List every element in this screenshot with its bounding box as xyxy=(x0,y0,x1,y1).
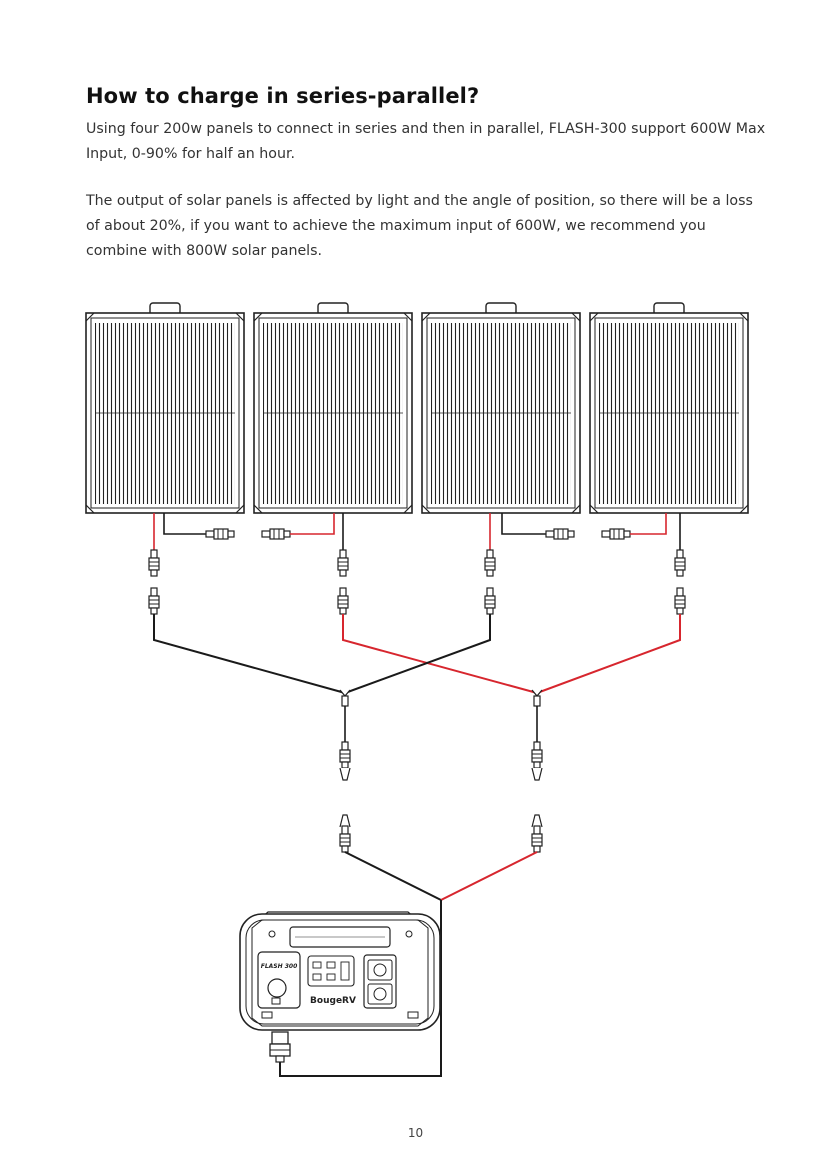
page-number: 10 xyxy=(407,1126,424,1140)
series-link-3-4 xyxy=(501,513,667,540)
lead-panel-2 xyxy=(337,513,538,694)
lead-panel-3 xyxy=(344,513,496,694)
note-paragraph: The output of solar panels is affected b… xyxy=(86,193,753,259)
branch-connector-negative xyxy=(339,689,351,781)
charging-cable xyxy=(279,900,442,1077)
device-model-label: FLASH 300 xyxy=(261,963,298,970)
input-plug-positive xyxy=(440,814,543,901)
charging-plug xyxy=(269,1031,291,1063)
lead-panel-4 xyxy=(536,513,686,694)
intro-paragraph: Using four 200w panels to connect in ser… xyxy=(86,121,766,162)
device-brand-label: BougeRV xyxy=(310,996,356,1006)
series-link-1-2 xyxy=(163,513,335,540)
solar-panel-2 xyxy=(253,302,413,514)
lead-panel-1 xyxy=(148,513,346,694)
branch-connector-positive xyxy=(531,689,543,781)
solar-panel-4 xyxy=(589,302,749,514)
solar-panel-1 xyxy=(85,302,245,514)
page-title: How to charge in series-parallel? xyxy=(86,84,480,108)
solar-panel-3 xyxy=(421,302,581,514)
power-station: FLASH 300 BougeRV xyxy=(239,911,441,1031)
input-plug-negative xyxy=(339,814,442,901)
